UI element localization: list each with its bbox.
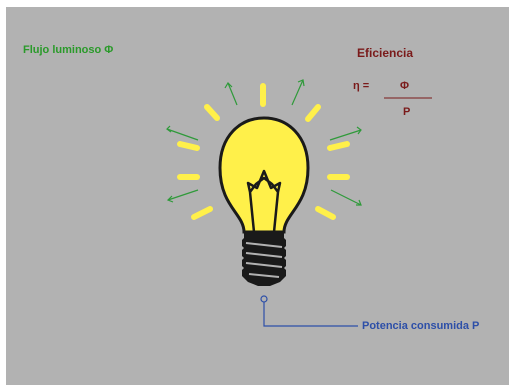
ray-upper-right — [305, 104, 321, 122]
bulb-base — [242, 232, 286, 286]
luminous-flux-label: Flujo luminoso Φ — [23, 44, 114, 56]
flux-arrows — [166, 79, 362, 206]
ray-bottom-right — [315, 206, 336, 220]
flux-arrow-left-lower — [166, 189, 199, 203]
efficiency-denominator: P — [403, 106, 411, 118]
flux-arrow-upper-left — [224, 82, 238, 106]
bulb-base-threads — [245, 242, 283, 278]
light-rays — [177, 83, 350, 220]
ray-bottom-left — [191, 206, 213, 220]
ray-upper-left — [204, 104, 220, 121]
flux-arrow-left-upper — [166, 125, 199, 141]
bulb-filament — [246, 169, 282, 233]
power-terminal — [260, 295, 268, 303]
flux-arrow-upper-right — [291, 79, 305, 106]
ray-left-upper — [177, 141, 200, 151]
power-leader-line — [263, 302, 358, 327]
efficiency-eta-lhs: η = — [353, 80, 370, 92]
power-connector — [260, 295, 358, 327]
flux-arrow-right-lower — [330, 189, 362, 206]
ray-right-upper — [327, 141, 350, 151]
power-consumed-label: Potencia consumida P — [362, 320, 480, 332]
flux-arrow-right-upper — [329, 126, 362, 141]
efficiency-numerator: Φ — [400, 80, 410, 92]
bulb-glass — [218, 116, 310, 234]
lightbulb — [218, 116, 310, 286]
efficiency-title: Eficiencia — [357, 46, 414, 60]
